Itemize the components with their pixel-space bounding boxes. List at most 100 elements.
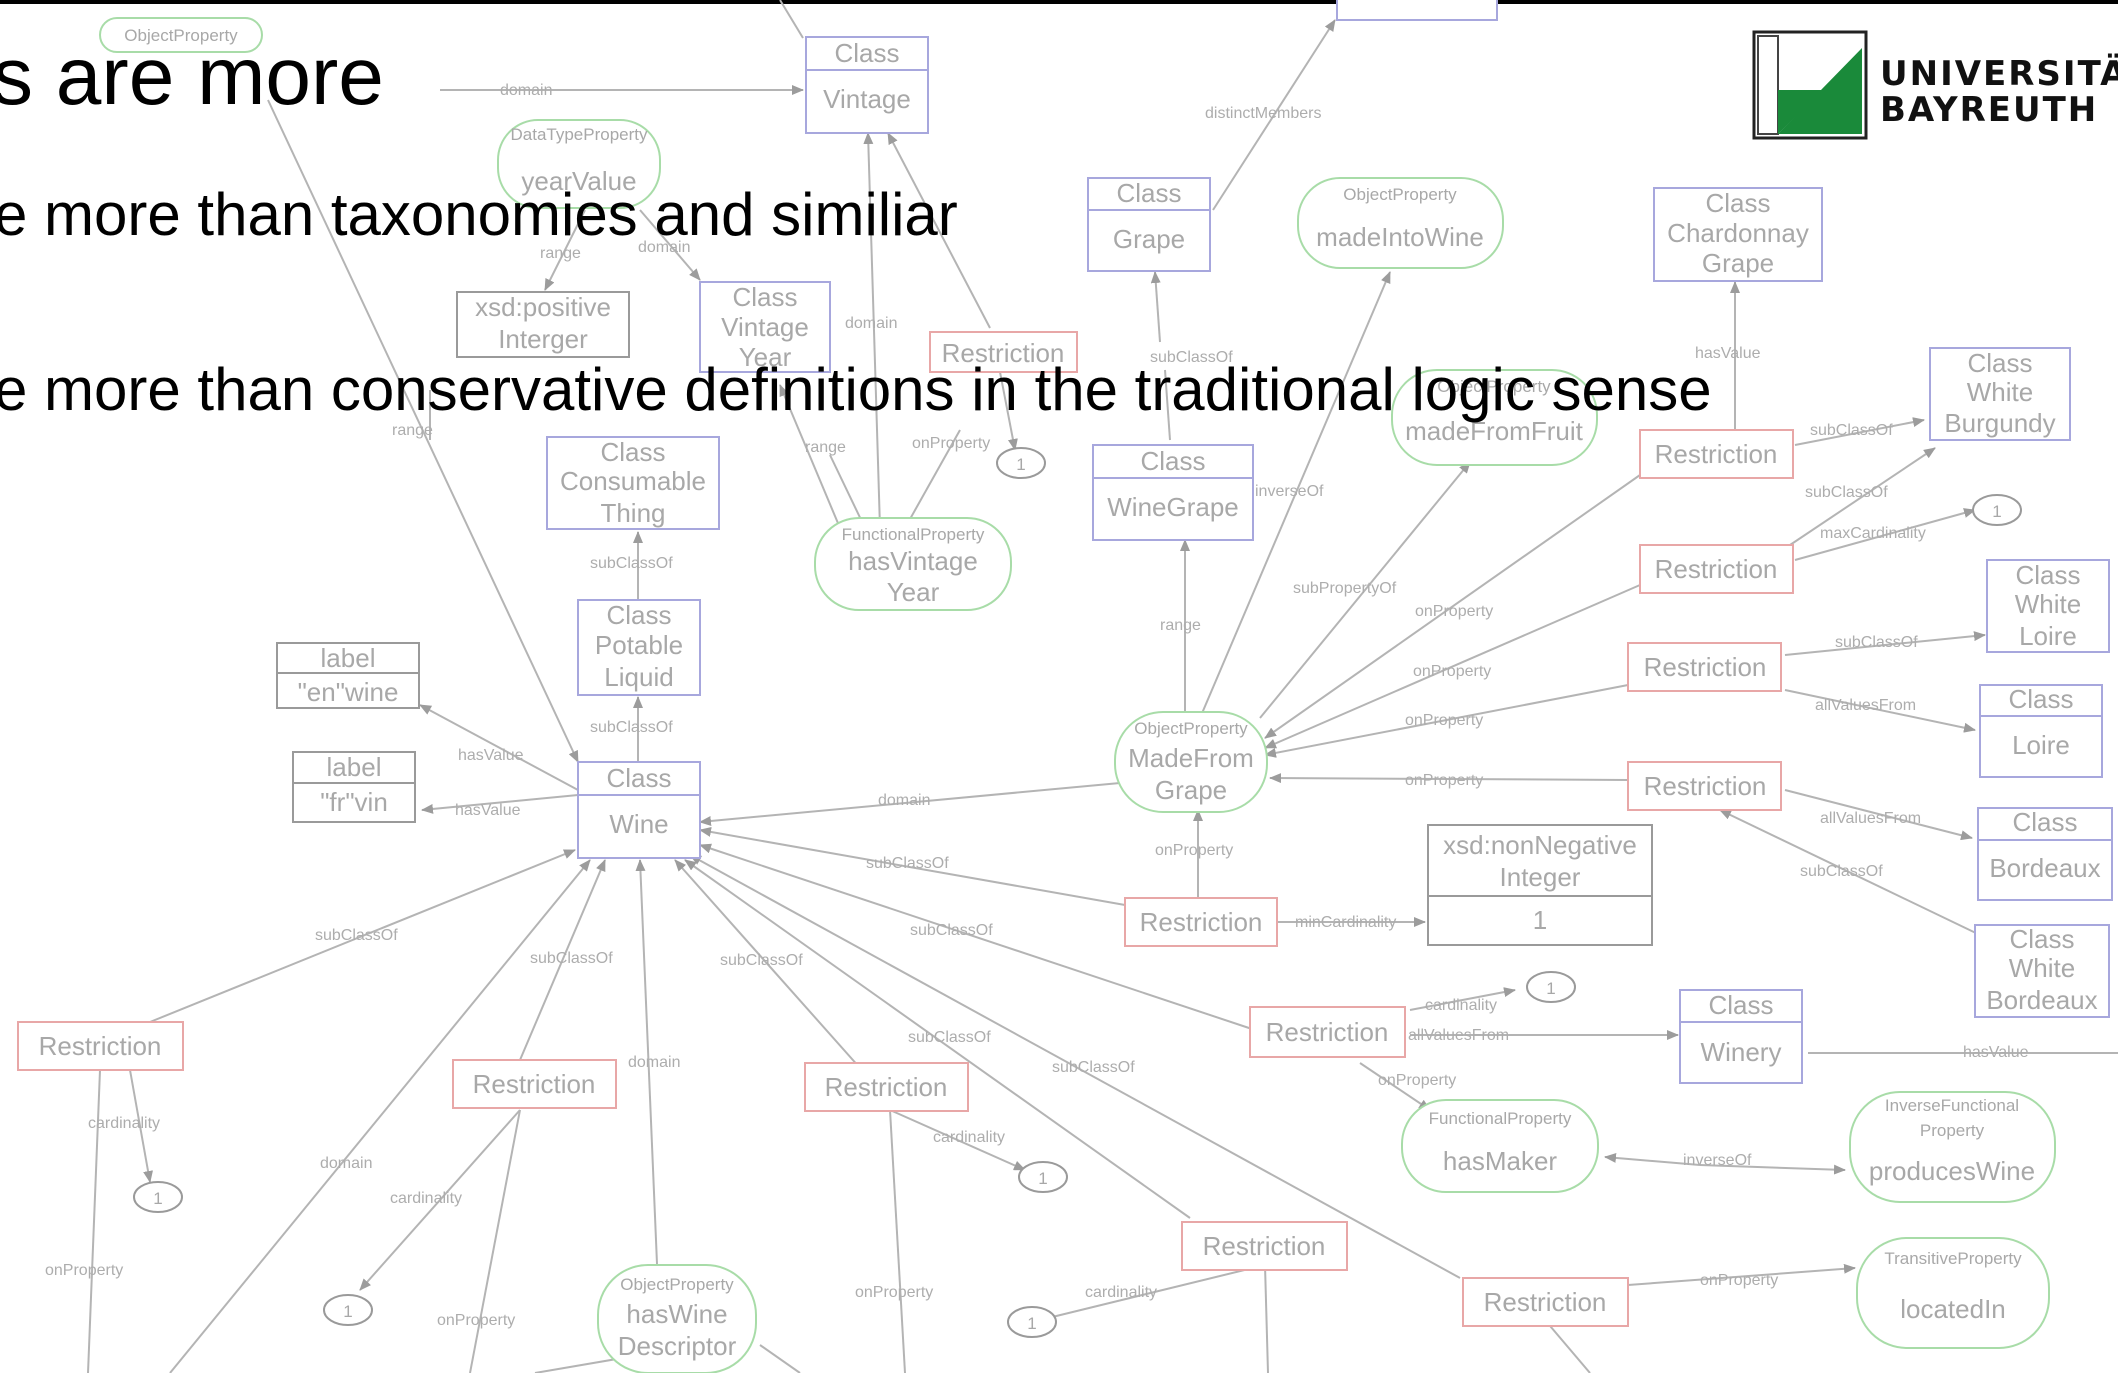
svg-text:Class: Class: [2012, 807, 2077, 837]
class-node-winery: Class Winery: [1679, 989, 1803, 1084]
svg-text:Winery: Winery: [1701, 1037, 1782, 1067]
edge-label-inverseof: inverseOf: [1683, 1152, 1752, 1169]
edge-label-subclassof: subClassOf: [1800, 863, 1883, 880]
svg-text:Bordeaux: Bordeaux: [1986, 985, 2097, 1015]
svg-text:Grape: Grape: [1155, 775, 1227, 805]
svg-text:Class: Class: [2015, 560, 2080, 590]
class-node-winegrape: Class WineGrape: [1092, 444, 1254, 541]
svg-text:label: label: [321, 643, 376, 673]
edge-label-hasvalue: hasValue: [1963, 1044, 2029, 1061]
edge-label-hasvalue: hasValue: [458, 747, 524, 764]
edge-label-cardinality: cardinality: [933, 1129, 1005, 1146]
edge-label-onproperty: onProperty: [45, 1262, 123, 1279]
svg-text:MadeFrom: MadeFrom: [1128, 743, 1254, 773]
edge-label-onproperty: onProperty: [1700, 1272, 1778, 1289]
edge-label-domain: domain: [878, 792, 930, 809]
edge-label-onproperty: onProperty: [437, 1312, 515, 1329]
label-node-fr-vin: label "fr"vin: [292, 751, 416, 823]
edge-label-maxcardinality: maxCardinality: [1820, 525, 1926, 542]
edge-label-allvaluesfrom: allValuesFrom: [1408, 1027, 1509, 1044]
svg-text:TransitiveProperty: TransitiveProperty: [1884, 1249, 2022, 1268]
svg-text:Liquid: Liquid: [604, 662, 673, 692]
restriction-node-11: Restriction: [1181, 1221, 1348, 1271]
svg-text:FunctionalProperty: FunctionalProperty: [1429, 1109, 1572, 1128]
edge-label-domain: domain: [628, 1054, 680, 1071]
svg-text:Loire: Loire: [2019, 621, 2077, 651]
svg-text:Consumable: Consumable: [560, 466, 706, 496]
svg-text:hasVintage: hasVintage: [848, 546, 978, 576]
logo-text-line-1: UNIVERSITÄT: [1880, 54, 2118, 94]
svg-text:Class: Class: [1140, 446, 1205, 476]
svg-text:Restriction: Restriction: [825, 1072, 948, 1102]
svg-text:1: 1: [1533, 905, 1547, 935]
svg-text:Class: Class: [606, 763, 671, 793]
svg-text:Restriction: Restriction: [473, 1069, 596, 1099]
edge-label-domain: domain: [500, 82, 552, 99]
edge-label-cardinality: cardinality: [88, 1115, 160, 1132]
svg-text:Descriptor: Descriptor: [618, 1331, 737, 1361]
edge-label-subclassof: subClassOf: [315, 927, 398, 944]
svg-text:Year: Year: [887, 577, 940, 607]
property-node-produceswine: InverseFunctional Property producesWine: [1849, 1091, 2056, 1203]
svg-text:Restriction: Restriction: [942, 338, 1065, 368]
svg-text:ObjectProperty: ObjectProperty: [124, 26, 238, 45]
svg-text:hasWine: hasWine: [626, 1299, 727, 1329]
svg-text:InverseFunctional: InverseFunctional: [1885, 1096, 2019, 1115]
edge-label-cardinality: cardinality: [390, 1190, 462, 1207]
svg-text:label: label: [327, 752, 382, 782]
svg-text:Class: Class: [2008, 684, 2073, 714]
svg-text:Class: Class: [606, 600, 671, 630]
cardinality-value-1: 1: [1526, 971, 1576, 1003]
restriction-node-9: Restriction: [452, 1059, 617, 1109]
edge-label-cardinality: cardinality: [1425, 997, 1497, 1014]
property-node-locatedin: TransitiveProperty locatedIn: [1856, 1237, 2050, 1349]
property-node-hasmaker: FunctionalProperty hasMaker: [1401, 1099, 1599, 1193]
edge-label-subclassof: subClassOf: [866, 855, 949, 872]
svg-text:Restriction: Restriction: [1203, 1231, 1326, 1261]
svg-text:WineGrape: WineGrape: [1107, 492, 1239, 522]
edge-label-onproperty: onProperty: [855, 1284, 933, 1301]
svg-text:Restriction: Restriction: [1655, 554, 1778, 584]
logo-mark-icon: [1752, 30, 1868, 140]
class-node-wine: Class Wine: [577, 761, 701, 859]
property-node-madefromgrape: ObjectProperty MadeFrom Grape: [1114, 711, 1268, 813]
svg-text:Potable: Potable: [595, 630, 683, 660]
edge-label-range: range: [540, 245, 581, 262]
datatype-node-xsd-positive-integer: xsd:positive Interger: [456, 291, 630, 358]
svg-text:1: 1: [1027, 1314, 1036, 1333]
svg-text:Grape: Grape: [1113, 224, 1185, 254]
edge-label-onproperty: onProperty: [1405, 772, 1483, 789]
cardinality-value-1: 1: [1007, 1306, 1057, 1338]
edge-label-subclassof: subClassOf: [1150, 349, 1233, 366]
edge-label-onproperty: onProperty: [1155, 842, 1233, 859]
svg-text:1: 1: [343, 1302, 352, 1321]
diagram-edges: [87, 0, 2118, 1373]
edge-label-subclassof: subClassOf: [1805, 484, 1888, 501]
edge-label-allvaluesfrom: allValuesFrom: [1820, 810, 1921, 827]
edge-label-subclassof: subClassOf: [590, 719, 673, 736]
svg-text:xsd:nonNegative: xsd:nonNegative: [1443, 830, 1637, 860]
svg-text:madeIntoWine: madeIntoWine: [1316, 222, 1484, 252]
svg-text:White: White: [2009, 953, 2075, 983]
svg-text:madeFromFruit: madeFromFruit: [1405, 416, 1583, 446]
edge-label-inverseof: inverseOf: [1255, 483, 1324, 500]
restriction-node-5: Restriction: [1627, 761, 1782, 811]
svg-text:hasMaker: hasMaker: [1443, 1146, 1557, 1176]
edge-label-subclassof: subClassOf: [720, 952, 803, 969]
edge-label-mincardinality: minCardinality: [1295, 914, 1396, 931]
svg-text:1: 1: [1546, 979, 1555, 998]
edge-label-subclassof: subClassOf: [590, 555, 673, 572]
restriction-node-7: Restriction: [1249, 1006, 1406, 1058]
edge-label-subclassof: subClassOf: [1810, 422, 1893, 439]
svg-text:Class: Class: [1705, 188, 1770, 218]
edge-label-onproperty: onProperty: [1378, 1072, 1456, 1089]
svg-text:ObjectProperty: ObjectProperty: [1343, 185, 1457, 204]
edge-label-hasvalue: hasValue: [1695, 345, 1761, 362]
property-node-top-objectproperty: ObjectProperty: [99, 17, 263, 53]
svg-text:ObjectProperty: ObjectProperty: [1134, 719, 1248, 738]
restriction-node-2: Restriction: [1639, 429, 1794, 479]
slide-title: s are more: [0, 31, 384, 122]
edge-label-onproperty: onProperty: [912, 435, 990, 452]
svg-text:Integer: Integer: [1500, 862, 1581, 892]
